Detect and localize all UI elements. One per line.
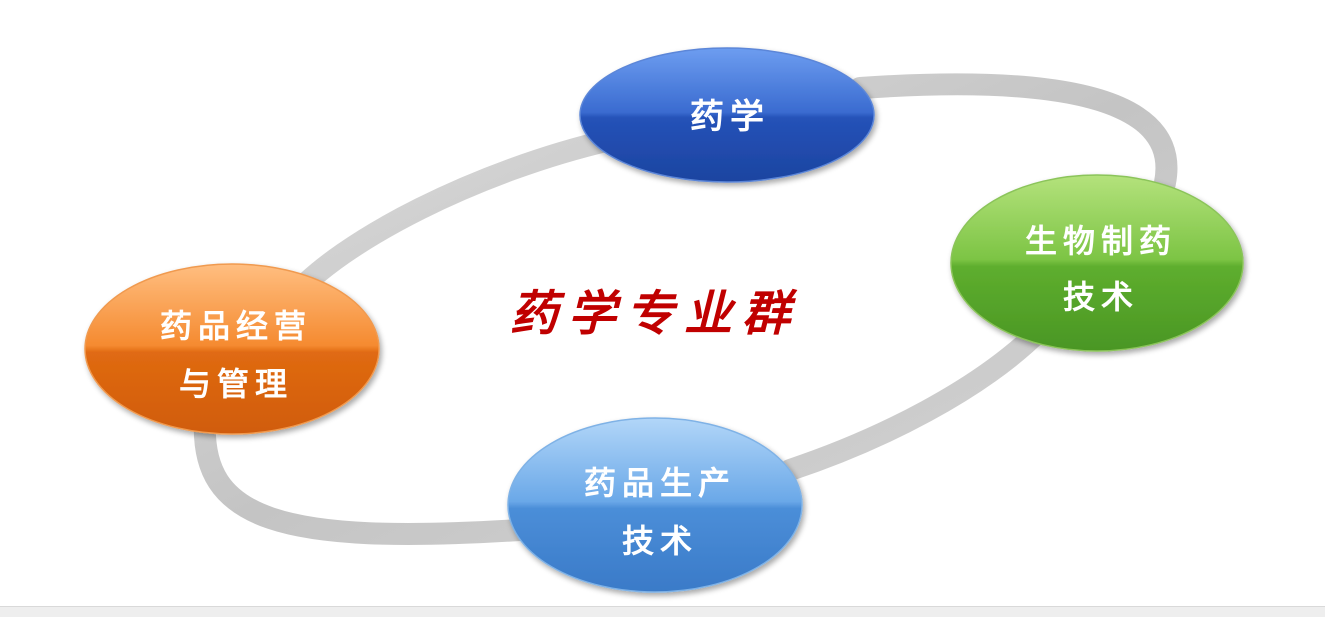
cycle-ring (193, 73, 1178, 545)
node-drug-management-label-line2: 与管理 (179, 365, 293, 403)
node-bio-pharma-label-line1: 生物制药 (1025, 222, 1177, 260)
node-pharmacy-label: 药学 (690, 97, 770, 137)
node-drug-management[interactable]: 药品经营 与管理 (84, 263, 380, 435)
node-drug-production-label-line1: 药品生产 (584, 464, 736, 502)
bottom-divider (0, 606, 1325, 617)
node-drug-management-shape (84, 263, 380, 435)
center-title: 药学专业群 (510, 286, 800, 342)
node-bio-pharma-shape (950, 174, 1244, 352)
node-drug-production[interactable]: 药品生产 技术 (507, 417, 803, 593)
node-bio-pharma[interactable]: 生物制药 技术 (950, 174, 1244, 352)
node-pharmacy-shape (579, 47, 875, 183)
node-drug-production-label-line2: 技术 (622, 522, 698, 560)
node-drug-production-shape (507, 417, 803, 593)
node-pharmacy[interactable]: 药学 (579, 47, 875, 183)
node-drug-management-label-line1: 药品经营 (160, 307, 312, 345)
node-bio-pharma-label-line2: 技术 (1063, 278, 1139, 316)
